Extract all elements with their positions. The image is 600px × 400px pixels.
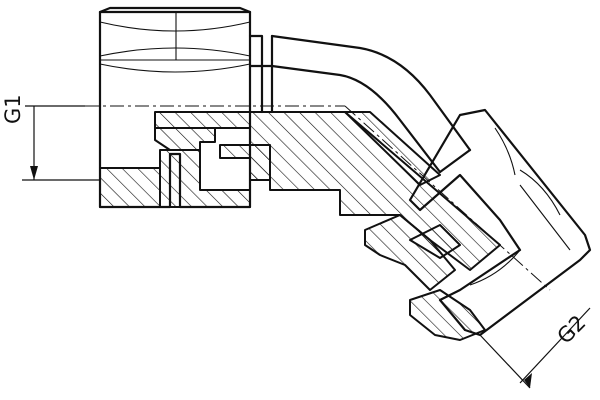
left-nut-section (99, 127, 251, 208)
center-lines (85, 105, 551, 291)
right-nut-section (364, 214, 486, 341)
bent-tube (248, 34, 472, 174)
g1-label: G1 (1, 94, 25, 124)
g1-arrowhead (30, 166, 38, 180)
g2-dimension: G2 (479, 307, 590, 389)
g2-arrowhead (524, 373, 532, 388)
g1-dimension: G1 (1, 94, 100, 181)
body-section (154, 111, 501, 271)
